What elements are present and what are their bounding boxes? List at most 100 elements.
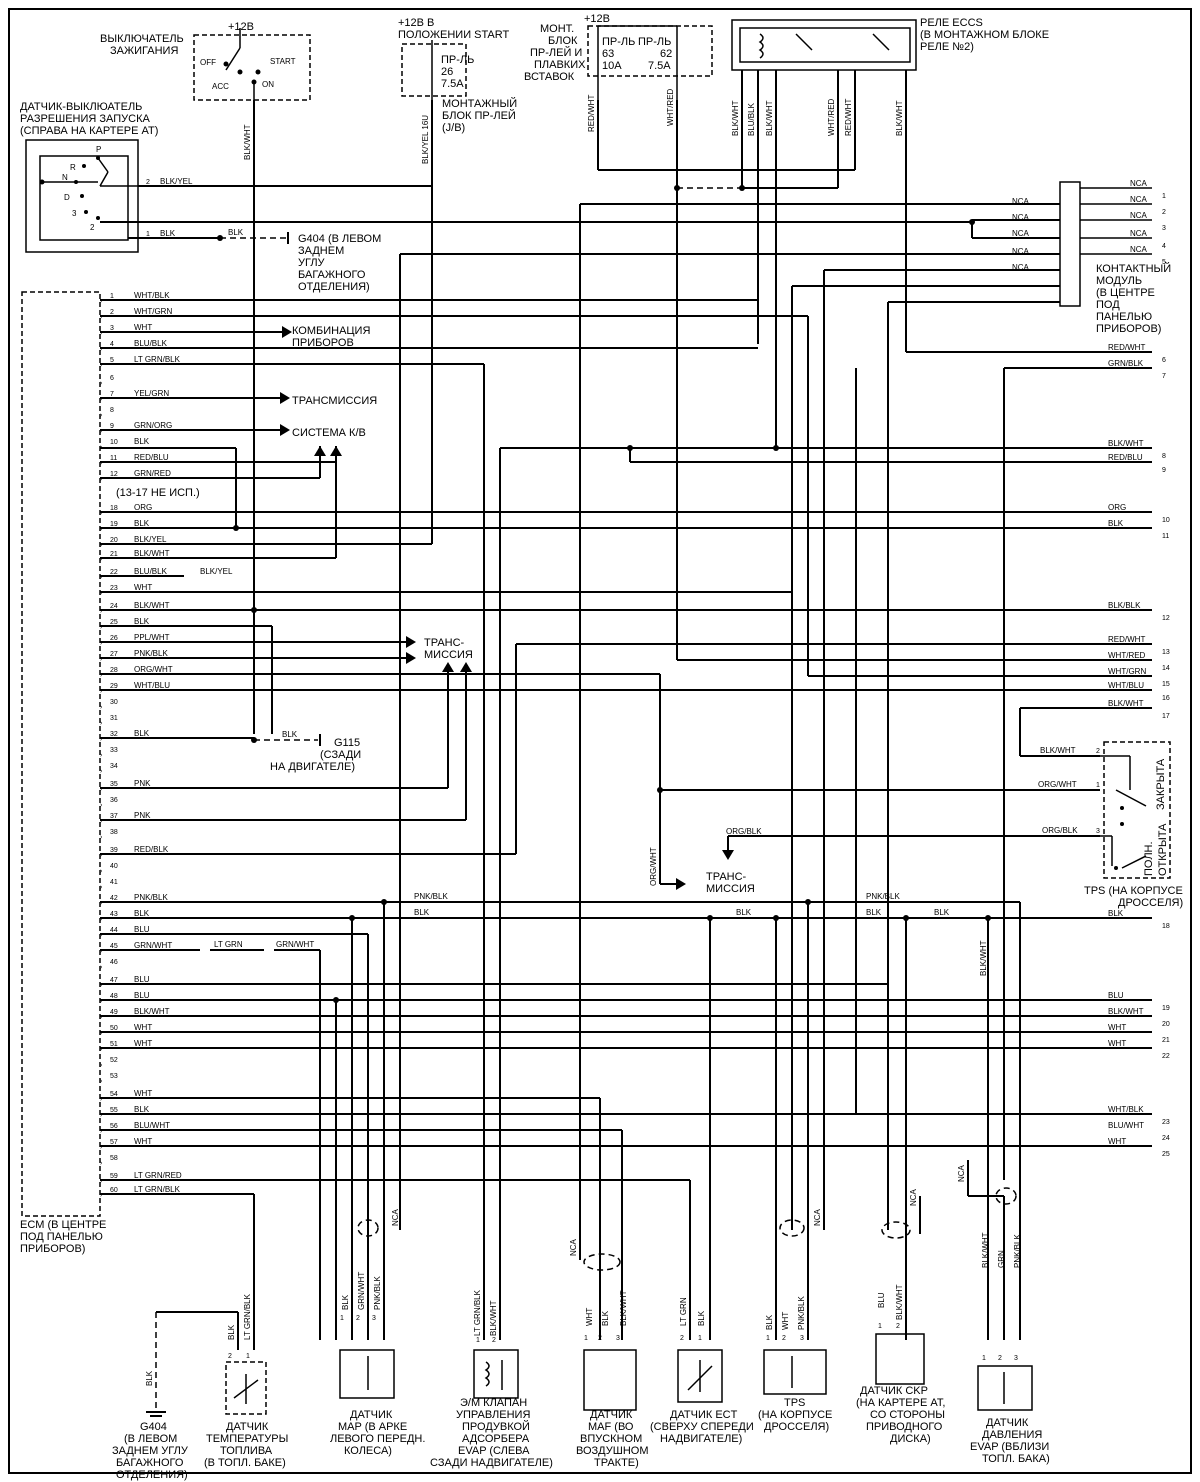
ecm-pin-number: 4 bbox=[110, 341, 114, 348]
dest-trans1: ТРАНСМИССИЯ bbox=[292, 395, 377, 407]
tps-1: TPS bbox=[784, 1397, 805, 1409]
ecm-pin-connector: › bbox=[100, 672, 103, 679]
fuse26-label: ПР-ЛЬ bbox=[441, 54, 474, 66]
ignition-title-2: ЗАЖИГАНИЯ bbox=[110, 45, 178, 57]
ecm-pin-number: 29 bbox=[110, 683, 118, 690]
tps-top-title-1: TPS (НА КОРПУСЕ bbox=[1084, 885, 1183, 897]
ecm-pin-connector: › bbox=[100, 1178, 103, 1185]
fuel-temp-1: ДАТЧИК bbox=[226, 1421, 269, 1433]
ecm-pin-number: 39 bbox=[110, 847, 118, 854]
tps-open-2: ОТКРЫТА bbox=[1157, 823, 1169, 876]
ecm-pin-connector: › bbox=[100, 704, 103, 711]
right-conn-number: 16 bbox=[1162, 695, 1170, 702]
evp-wire-top: BLK/WHT bbox=[979, 940, 988, 976]
fuel-temp-w-grn: LT GRN/BLK bbox=[243, 1293, 252, 1340]
fuel-temp-w-blk: BLK bbox=[227, 1324, 236, 1340]
fuse63-wire-label: RED/WHT bbox=[587, 95, 596, 132]
right-conn-number: 5 bbox=[1162, 259, 1166, 266]
sensor-ckp: 1 2 BLU BLK/WHT NCA ДАТЧИК CKP (НА КАРТЕ… bbox=[856, 1188, 945, 1445]
ecm-pin-number: 37 bbox=[110, 813, 118, 820]
fuse-block-power: +12В bbox=[584, 13, 610, 25]
ecm-pin-number: 51 bbox=[110, 1041, 118, 1048]
g404b-2: (В ЛЕВОМ bbox=[124, 1433, 177, 1445]
park-title-2: РАЗРЕШЕНИЯ ЗАПУСКА bbox=[20, 113, 151, 125]
ecm-title-3: ПРИБОРОВ) bbox=[20, 1243, 85, 1255]
ecm-pin-number: 52 bbox=[110, 1057, 118, 1064]
right-conn-color: NCA bbox=[1130, 229, 1148, 238]
fuse62-num: 62 bbox=[660, 48, 672, 60]
right-conn-color: RED/BLU bbox=[1108, 453, 1143, 462]
ecm-pin-number: 31 bbox=[110, 715, 118, 722]
ecm-pin-connector: › bbox=[100, 590, 103, 597]
ecm-pin-connector: › bbox=[100, 362, 103, 369]
ecm-pin-number: 2 bbox=[110, 309, 114, 316]
map-1: ДАТЧИК bbox=[350, 1409, 393, 1421]
right-conn-color: WHT bbox=[1108, 1023, 1126, 1032]
ecm-pin-number: 60 bbox=[110, 1187, 118, 1194]
evp-w2: GRN bbox=[997, 1250, 1006, 1268]
evap-w2: BLK/WHT bbox=[489, 1300, 498, 1336]
evap-w1: LT GRN/BLK bbox=[473, 1289, 482, 1336]
tps-2: (НА КОРПУСЕ bbox=[758, 1409, 832, 1421]
right-conn-color: BLK/WHT bbox=[1108, 699, 1144, 708]
relay-w1: BLK/WHT bbox=[731, 100, 740, 136]
ecm-pin-connector: › bbox=[100, 998, 103, 1005]
ecm-pin-color: BLK bbox=[134, 437, 150, 446]
eccs-relay: РЕЛЕ ECCS (В МОНТАЖНОМ БЛОКЕ РЕЛЕ №2) bbox=[731, 17, 1049, 71]
ecm-pin-color: BLK bbox=[134, 617, 150, 626]
ecm-pin-color: WHT/GRN bbox=[134, 307, 172, 316]
ecm-pin-color: LT GRN/BLK bbox=[134, 1185, 181, 1194]
ecm-pin-number: 35 bbox=[110, 781, 118, 788]
right-conn-number: 14 bbox=[1162, 665, 1170, 672]
right-conn-number: 10 bbox=[1162, 517, 1170, 524]
ecm-pin-connector: › bbox=[100, 476, 103, 483]
right-conn-number: 20 bbox=[1162, 1021, 1170, 1028]
ecm-pin-number: 11 bbox=[110, 455, 117, 462]
ecm-pin-color: PNK bbox=[134, 811, 151, 820]
ecm-pin-number: 7 bbox=[110, 391, 114, 398]
contact-module-left-color: NCA bbox=[1012, 229, 1030, 238]
ecm-pin-connector: › bbox=[100, 396, 103, 403]
right-conn-color: WHT bbox=[1108, 1137, 1126, 1146]
right-conn-color: WHT bbox=[1108, 1039, 1126, 1048]
tps-w3: PNK/BLK bbox=[797, 1296, 806, 1330]
ecm-pin-color: BLK/WHT bbox=[134, 1007, 170, 1016]
maf-5: ТРАКТЕ) bbox=[594, 1457, 639, 1469]
w45-ltgrn: LT GRN bbox=[214, 940, 243, 949]
ecm-pin-number: 33 bbox=[110, 747, 118, 754]
fuse62-wire-label: WHT/RED bbox=[666, 88, 675, 126]
tps-w2: WHT bbox=[781, 1312, 790, 1330]
evp-1: ДАТЧИК bbox=[986, 1417, 1029, 1429]
ecm-pin-number: 49 bbox=[110, 1009, 118, 1016]
ecm-pin-number: 12 bbox=[110, 471, 118, 478]
ecm-pin-connector: › bbox=[100, 1112, 103, 1119]
ecm-pin-connector: › bbox=[100, 412, 103, 419]
ecm-pin-color: BLU bbox=[134, 975, 150, 984]
ecm-pin-connector: › bbox=[100, 1128, 103, 1135]
sensor-evap-valve: 1 2 LT GRN/BLK BLK/WHT Э/М КЛАПАН УПРАВЛ… bbox=[430, 1289, 553, 1469]
evap-4: АДСОРБЕРА bbox=[462, 1433, 530, 1445]
fuse26-amp: 7.5A bbox=[441, 78, 464, 90]
ecm-pin-color: ORG bbox=[134, 503, 152, 512]
g404-top-2: ЗАДНЕМ bbox=[298, 245, 344, 257]
g404-top-1: G404 (В ЛЕВОМ bbox=[298, 233, 381, 245]
ecm-pin-connector: › bbox=[100, 948, 103, 955]
ecm-pin-connector: › bbox=[100, 852, 103, 859]
evp-3: EVAP (ВБЛИЗИ bbox=[970, 1441, 1049, 1453]
right-conn-color: RED/WHT bbox=[1108, 343, 1145, 352]
tps-open-1: ПОЛН. bbox=[1143, 841, 1155, 876]
ecm-pin-connector: › bbox=[100, 932, 103, 939]
ecm-pin-color: PPL/WHT bbox=[134, 633, 170, 642]
ecm-pin-connector: › bbox=[100, 510, 103, 517]
right-connector-list: 1NCANCA2NCANCA3NCANCA4NCANCA5NCANCA6RED/… bbox=[1012, 179, 1170, 1158]
ecm-pin-color: BLK/YEL bbox=[134, 535, 167, 544]
ecm-pin-number: 46 bbox=[110, 959, 118, 966]
relay-w6: BLK/WHT bbox=[765, 100, 774, 136]
ecm-pin-number: 45 bbox=[110, 943, 118, 950]
maf-w1: WHT bbox=[585, 1308, 594, 1326]
park-pin2: 2 bbox=[146, 179, 150, 186]
maf-w3: BLK/WHT bbox=[619, 1290, 628, 1326]
ecm-pin-connector: › bbox=[100, 818, 103, 825]
right-conn-number: 11 bbox=[1162, 533, 1169, 540]
g115-1: G115 bbox=[334, 737, 360, 749]
